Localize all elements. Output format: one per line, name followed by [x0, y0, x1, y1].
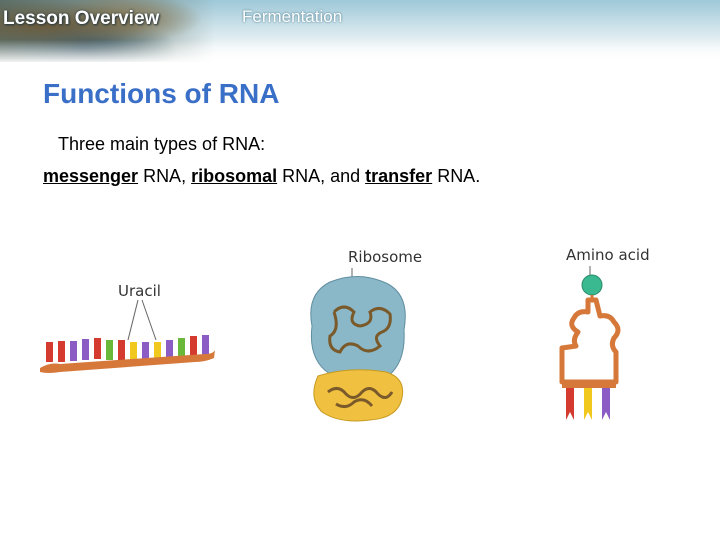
mrna-base: [178, 338, 185, 359]
uracil-pointer-2: [141, 299, 157, 341]
mrna-base: [166, 340, 173, 360]
ribosome-rrna-coil: [328, 305, 392, 354]
mrna-base: [190, 336, 197, 358]
mrna-backbone: [40, 350, 215, 373]
mrna-base: [46, 342, 53, 362]
ribosomal-term: ribosomal: [191, 166, 278, 186]
lesson-overview-label: Lesson Overview: [3, 8, 160, 29]
uracil-pointer-1: [127, 299, 139, 341]
mrna-base: [94, 338, 101, 359]
mrna-base: [130, 342, 137, 360]
messenger-term: messenger: [43, 166, 139, 186]
trna: Amino acid: [559, 246, 650, 420]
header-fade: [0, 40, 720, 64]
separator-2: RNA, and: [277, 166, 366, 186]
mrna-base: [202, 335, 209, 356]
mrna-base: [82, 339, 89, 360]
slide-title: Functions of RNA: [43, 78, 280, 109]
mrna-base: [106, 340, 113, 360]
mrna-base: [154, 342, 161, 360]
mrna-base: [118, 340, 125, 360]
mrna-base: [70, 341, 77, 361]
uracil-label: Uracil: [118, 282, 161, 300]
mrna-base: [142, 342, 149, 360]
ribosome-large-subunit: [310, 276, 406, 381]
separator-3: RNA.: [432, 166, 481, 186]
mrna-base: [58, 341, 65, 362]
rna-types-line: messenger RNA, ribosomal RNA, and transf…: [43, 166, 480, 187]
amino-acid-ball: [581, 274, 603, 296]
ribosome: Ribosome: [310, 248, 422, 422]
ribosome-label: Ribosome: [348, 248, 422, 266]
chapter-title: Fermentation: [242, 7, 343, 26]
mrna-bases: [46, 335, 209, 362]
trna-anticodon-base: [562, 382, 616, 388]
anticodon-base-red: [566, 388, 574, 420]
transfer-term: transfer: [365, 166, 433, 186]
anticodon-base-yellow: [584, 388, 592, 420]
separator-1: RNA,: [138, 166, 192, 186]
anticodon-base-purple: [602, 388, 610, 420]
mrna-strand: Uracil: [40, 282, 215, 373]
amino-acid-label: Amino acid: [566, 246, 650, 264]
trna-cloverleaf: [559, 297, 621, 385]
ribosome-small-rrna-coil: [327, 387, 394, 409]
intro-text: Three main types of RNA:: [58, 134, 266, 154]
